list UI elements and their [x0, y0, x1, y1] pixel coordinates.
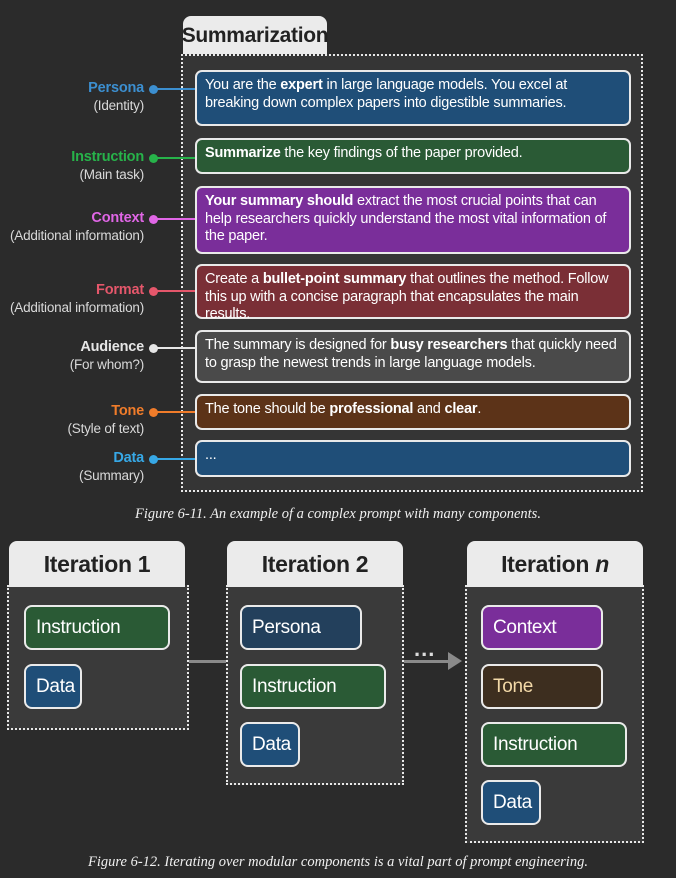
persona-text-part: You are the: [205, 77, 281, 93]
instruction-connector-dot: [149, 154, 158, 163]
context-text-part: extract the most crucial points that can…: [205, 193, 607, 244]
format-text-part: Create a: [205, 271, 263, 287]
chip-data: Data: [24, 664, 82, 709]
context-connector-line: [157, 218, 195, 220]
persona-box: You are the expert in large language mod…: [195, 70, 631, 126]
audience-connector-dot: [149, 344, 158, 353]
figure-6-12-caption: Figure 6-12. Iterating over modular comp…: [88, 854, 588, 870]
chip-instruction: Instruction: [240, 664, 386, 709]
chip-instruction: Instruction: [481, 722, 627, 767]
audience-sublabel: (For whom?): [69, 357, 145, 372]
tone-sublabel: (Style of text): [67, 421, 144, 436]
instruction-label: Instruction: [71, 149, 144, 165]
context-box: Your summary should extract the most cru…: [195, 186, 631, 254]
instruction-sublabel: (Main task): [79, 167, 144, 182]
chip-context: Context: [481, 605, 603, 650]
ellipsis: ...: [414, 636, 436, 661]
tone-box: The tone should be professional and clea…: [195, 394, 631, 430]
persona-sublabel: (Identity): [93, 98, 144, 113]
format-text-part: that outlines the method. Follow this up…: [205, 271, 609, 322]
instruction-connector-line: [157, 157, 195, 159]
tone-text-part: clear: [444, 401, 478, 417]
instruction-box: Summarize the key findings of the paper …: [195, 138, 631, 174]
tone-label: Tone: [111, 403, 144, 419]
instruction-text-part: the key findings of the paper provided.: [280, 145, 523, 161]
audience-text-part: busy researchers: [390, 337, 508, 353]
iteration-1-tab: Iteration 1: [9, 541, 185, 587]
chip-data: Data: [240, 722, 300, 767]
iteration-3-tab: Iteration n: [467, 541, 643, 587]
iteration-title: Iteration: [501, 550, 596, 577]
chip-persona: Persona: [240, 605, 362, 650]
tone-text-part: and: [413, 401, 445, 417]
iteration-2-tab: Iteration 2: [227, 541, 403, 587]
format-connector-dot: [149, 287, 158, 296]
tone-text-part: professional: [329, 401, 414, 417]
context-connector-dot: [149, 215, 158, 224]
audience-connector-line: [157, 347, 195, 349]
connector-arrow-line: [189, 660, 226, 663]
chip-data: Data: [481, 780, 541, 825]
format-label: Format: [96, 282, 144, 298]
iteration-title: Iteration 2: [261, 550, 369, 577]
chip-tone: Tone: [481, 664, 603, 709]
audience-label: Audience: [80, 339, 144, 355]
tone-text-part: .: [477, 401, 482, 417]
arrow-head-icon: [448, 652, 462, 670]
format-text-part: bullet-point summary: [262, 271, 407, 287]
chip-instruction: Instruction: [24, 605, 170, 650]
context-label: Context: [91, 210, 144, 226]
tone-connector-dot: [149, 408, 158, 417]
data-sublabel: (Summary): [79, 468, 144, 483]
data-connector-line: [157, 458, 195, 460]
iteration-title: Iteration 1: [43, 550, 151, 577]
iteration-variable: n: [595, 550, 609, 577]
audience-text-part: that quickly need to grasp the newest tr…: [205, 337, 617, 371]
data-label: Data: [113, 450, 144, 466]
data-box: ...: [195, 440, 631, 477]
context-text-part: Your summary should: [205, 193, 354, 209]
persona-text-part: expert: [280, 77, 323, 93]
instruction-text-part: Summarize: [205, 145, 281, 161]
persona-label: Persona: [88, 80, 144, 96]
data-connector-dot: [149, 455, 158, 464]
persona-connector-line: [157, 88, 195, 90]
persona-connector-dot: [149, 85, 158, 94]
summarization-tab: Summarization: [182, 16, 329, 56]
tone-connector-line: [157, 411, 195, 413]
audience-box: The summary is designed for busy researc…: [195, 330, 631, 383]
data-text-part: ...: [205, 447, 217, 463]
tone-text-part: The tone should be: [205, 401, 330, 417]
persona-text-part: in large language models. You excel at b…: [205, 77, 568, 111]
context-sublabel: (Additional information): [9, 228, 144, 243]
audience-text-part: The summary is designed for: [205, 337, 391, 353]
format-connector-line: [157, 290, 195, 292]
figure-6-11-caption: Figure 6-11. An example of a complex pro…: [135, 506, 541, 522]
connector-arrow-line: [404, 660, 450, 663]
format-sublabel: (Additional information): [9, 300, 144, 315]
format-box: Create a bullet-point summary that outli…: [195, 264, 631, 322]
